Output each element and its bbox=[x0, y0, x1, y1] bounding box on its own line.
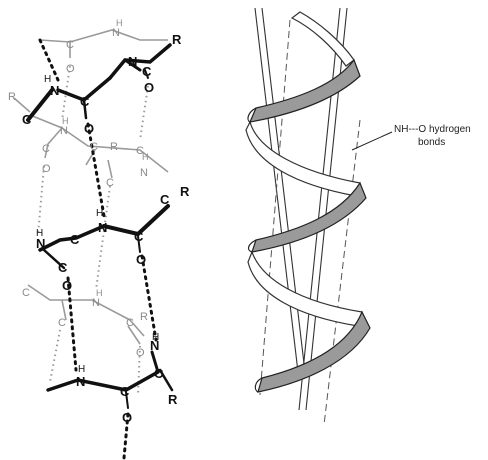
hydrogen-bond-lines bbox=[259, 19, 361, 426]
back-atom-c-5: C bbox=[106, 177, 114, 189]
back-atom-c-6: C bbox=[22, 287, 30, 299]
back-hydrogen-bonds bbox=[37, 65, 149, 396]
back-atom-h-3: H bbox=[142, 152, 149, 162]
side-chain-r-3: R bbox=[168, 392, 178, 407]
back-atom-o-3: O bbox=[136, 347, 145, 359]
side-chain-r-2: R bbox=[180, 184, 190, 199]
atom-c-1: C bbox=[80, 94, 90, 109]
atom-c-6: C bbox=[70, 232, 80, 247]
back-atom-n-4: N bbox=[92, 297, 100, 309]
hydrogen-bond-label-line2: bonds bbox=[418, 137, 445, 148]
atom-n-1: N bbox=[50, 83, 59, 98]
atom-h-4: H bbox=[152, 332, 159, 343]
backbone-structure-diagram: N C O N C O R C N C R C O N C C O N C R … bbox=[8, 18, 190, 460]
atom-c-8: C bbox=[154, 366, 164, 381]
front-backbone-bonds bbox=[26, 43, 174, 409]
atom-h-5: H bbox=[78, 364, 85, 375]
back-atom-c-1: C bbox=[66, 39, 74, 51]
back-atom-c-7: C bbox=[126, 317, 134, 329]
atom-o-1: O bbox=[84, 121, 94, 136]
ribbon-back bbox=[245, 11, 363, 327]
back-atom-h-1: H bbox=[116, 18, 123, 28]
atom-n-3: N bbox=[98, 220, 107, 235]
atom-n-2: N bbox=[128, 54, 137, 69]
atom-c-4: C bbox=[160, 192, 170, 207]
back-side-chain-r-1: R bbox=[8, 91, 16, 103]
atom-c-2: C bbox=[142, 64, 152, 79]
ribbon-edges bbox=[247, 107, 263, 393]
atom-c-5: C bbox=[134, 229, 144, 244]
atom-n-6: N bbox=[76, 374, 85, 389]
back-atom-n-1: N bbox=[112, 27, 120, 39]
back-atom-c-8: C bbox=[58, 317, 66, 329]
side-chain-r-1: R bbox=[172, 32, 182, 47]
back-atom-c-3: C bbox=[90, 141, 98, 153]
back-atom-o-1: O bbox=[66, 63, 75, 75]
hydrogen-bond-label: NH---O hydrogen bbox=[394, 124, 471, 135]
back-side-chain-r-3: R bbox=[140, 311, 148, 323]
atom-h-2: H bbox=[96, 208, 103, 219]
atom-o-5: O bbox=[122, 410, 132, 425]
annotation-leader-line bbox=[351, 131, 393, 151]
back-atom-c-4: C bbox=[136, 145, 144, 157]
atom-c-9: C bbox=[120, 384, 130, 399]
back-atom-c-2: C bbox=[42, 143, 50, 155]
back-atom-h-4: H bbox=[96, 288, 103, 298]
atom-o-3: O bbox=[136, 252, 146, 267]
atom-h-1: H bbox=[44, 74, 51, 85]
atom-c-3: C bbox=[22, 112, 32, 127]
back-atom-n-3: N bbox=[140, 167, 148, 179]
atom-n-5: N bbox=[150, 338, 159, 353]
front-hydrogen-bonds bbox=[38, 38, 158, 460]
atom-o-4: O bbox=[62, 278, 72, 293]
ribbon-front bbox=[249, 58, 371, 393]
back-atom-o-2: O bbox=[42, 163, 51, 175]
back-side-chain-r-2: R bbox=[110, 141, 118, 153]
atom-c-7: C bbox=[58, 260, 68, 275]
atom-o-2: O bbox=[144, 80, 154, 95]
back-atom-n-2: N bbox=[60, 125, 68, 137]
back-atom-h-2: H bbox=[62, 116, 69, 126]
atom-h-3: H bbox=[36, 228, 43, 239]
atom-n-4: N bbox=[36, 236, 45, 251]
back-backbone-bonds bbox=[13, 29, 169, 345]
